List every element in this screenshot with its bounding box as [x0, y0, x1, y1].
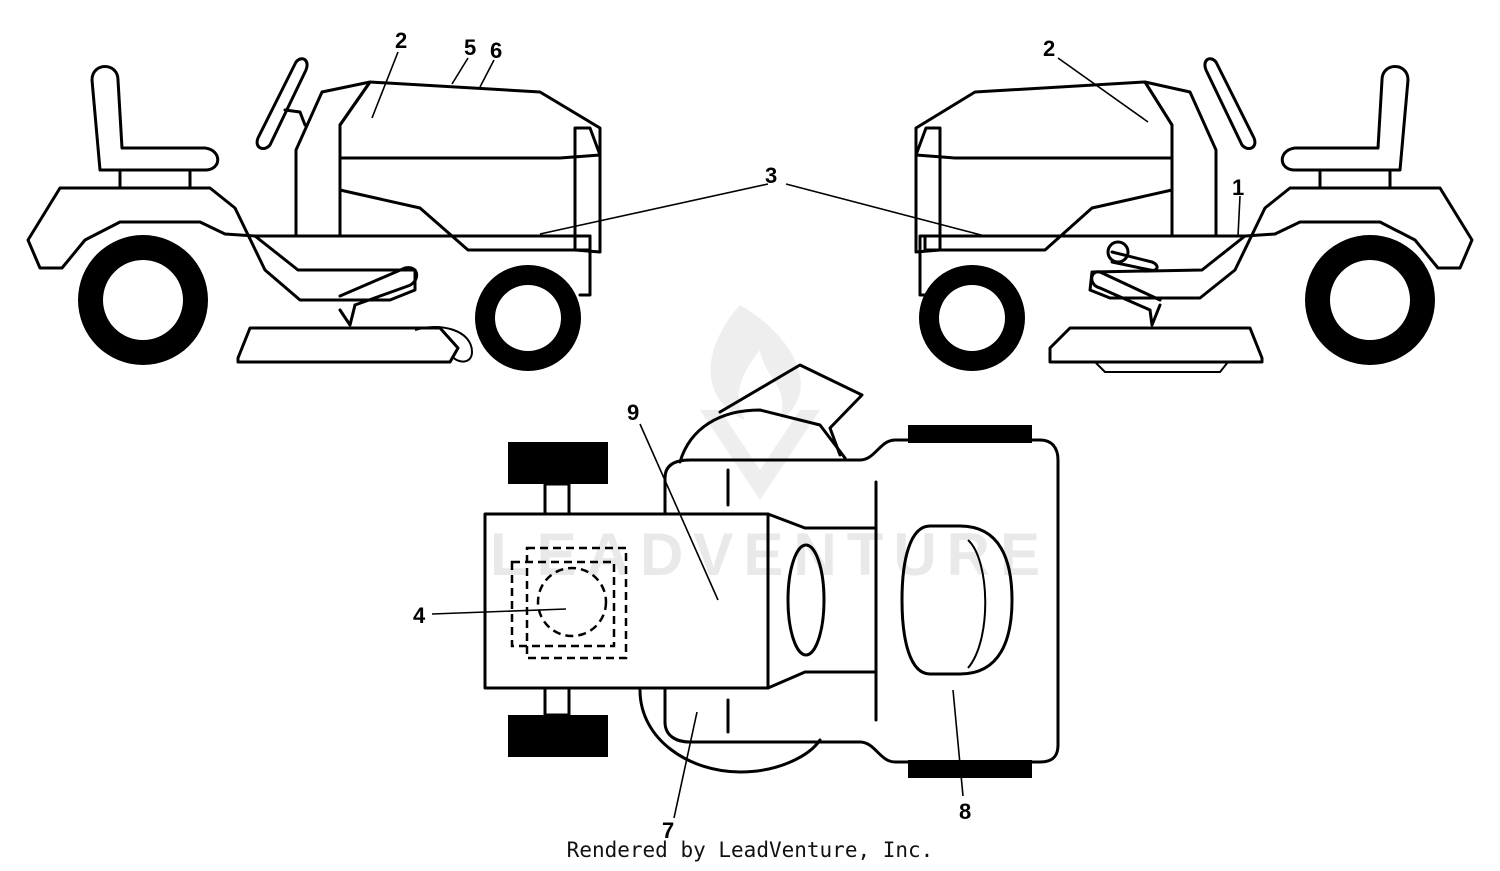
rear-wheel-hub: [1330, 260, 1410, 340]
lift-lever-knob: [1106, 240, 1130, 264]
callout-3-right-line: [785, 183, 986, 237]
seat: [1280, 65, 1410, 172]
watermark-text: LEADVENTURE: [490, 521, 1050, 588]
dash-top: [766, 512, 878, 530]
frame: [253, 234, 592, 297]
hood: [914, 80, 1174, 160]
seat: [90, 65, 220, 172]
watermark-flame-icon: [710, 305, 801, 420]
right-side-view: [914, 57, 1474, 373]
hood: [338, 80, 602, 160]
seat-base: [118, 168, 192, 190]
deck-outline-top: [678, 408, 847, 464]
deck-hanger: [1148, 303, 1162, 327]
front-tire-bottom: [908, 760, 1032, 778]
dash-bottom: [766, 670, 878, 690]
callout-1: 1: [1232, 175, 1244, 200]
callout-4: 4: [413, 603, 426, 628]
steering-wheel: [255, 57, 309, 150]
watermark: LEADVENTURE: [490, 305, 1050, 588]
mower-deck: [236, 326, 460, 364]
seat-base: [1318, 168, 1392, 190]
callout-9: 9: [627, 400, 639, 425]
hood-side: [914, 126, 942, 254]
rear-tire-top: [508, 442, 608, 484]
rear-axle-top: [543, 482, 571, 516]
rear-wheel-hub: [103, 260, 183, 340]
lift-lever: [1110, 250, 1159, 272]
deck-chute: [414, 326, 474, 363]
rear-tire-bottom: [508, 715, 608, 757]
callout-7-line: [673, 711, 698, 819]
front-wheel-hub: [495, 285, 561, 351]
steering-wheel: [1203, 57, 1257, 150]
callout-5-line: [451, 57, 469, 85]
mower-deck: [1048, 326, 1264, 364]
callout-7: 7: [662, 818, 674, 843]
steering-wheel-top: [786, 543, 826, 657]
fender-box: [483, 512, 770, 690]
callout-5: 5: [464, 35, 476, 60]
callout-6: 6: [490, 38, 502, 63]
front-wheel-hub: [939, 285, 1005, 351]
callout-8-line: [952, 689, 964, 797]
callout-2-right: 2: [1043, 36, 1055, 61]
callout-4-line: [431, 608, 567, 615]
footrest: [1090, 270, 1162, 312]
body-outline: [663, 438, 1060, 764]
rear-axle-bottom: [543, 686, 571, 717]
hood-top: [900, 524, 1014, 676]
hood-lower: [923, 188, 1174, 252]
footrest: [338, 266, 419, 307]
fuel-cap-dashed: [536, 566, 608, 638]
callout-2-left: 2: [395, 28, 407, 53]
callouts: 2 5 6 3 2 1 9 4 7 8: [371, 28, 1244, 843]
steering-column: [283, 108, 307, 127]
discharge-chute: [718, 363, 864, 457]
frame: [918, 234, 1247, 297]
left-side-view: [26, 57, 602, 371]
dash-panel: [294, 80, 372, 238]
watermark-v-icon: [700, 410, 820, 500]
deck-outline-bottom: [638, 688, 822, 774]
callout-9-line: [639, 423, 719, 601]
callout-3-left-line: [539, 183, 769, 235]
callout-2-right-line: [1057, 57, 1149, 123]
callout-2-left-line: [371, 51, 399, 119]
hood-side: [573, 126, 602, 254]
callout-8: 8: [959, 799, 971, 824]
callout-6-line: [479, 59, 495, 88]
callout-3: 3: [765, 163, 777, 188]
deck-discharge: [1094, 361, 1229, 373]
deck-hanger: [338, 303, 357, 327]
dash-panel: [1143, 80, 1218, 238]
hood-lower: [338, 188, 592, 252]
callout-1-line: [1237, 195, 1241, 237]
footer-credit: Rendered by LeadVenture, Inc.: [566, 838, 934, 862]
seat-dashed-outline: [510, 560, 616, 648]
hood-curve: [967, 539, 987, 669]
top-view: [483, 363, 1060, 778]
